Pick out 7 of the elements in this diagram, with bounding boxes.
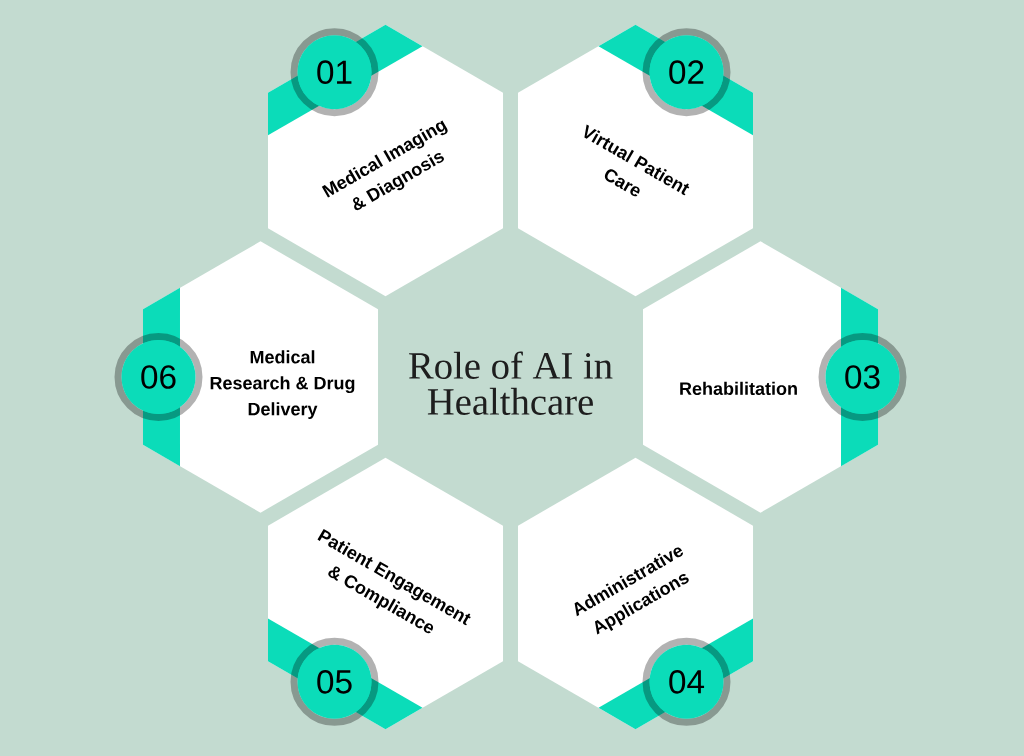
number-badge: 05 <box>290 637 379 726</box>
title: Role of AI in Healthcare <box>409 351 613 415</box>
number-badge: 02 <box>642 28 731 117</box>
number-badge: 01 <box>290 28 379 117</box>
number-badge: 03 <box>818 333 907 421</box>
number-badge: 06 <box>114 333 203 421</box>
number-badge: 04 <box>642 637 731 726</box>
